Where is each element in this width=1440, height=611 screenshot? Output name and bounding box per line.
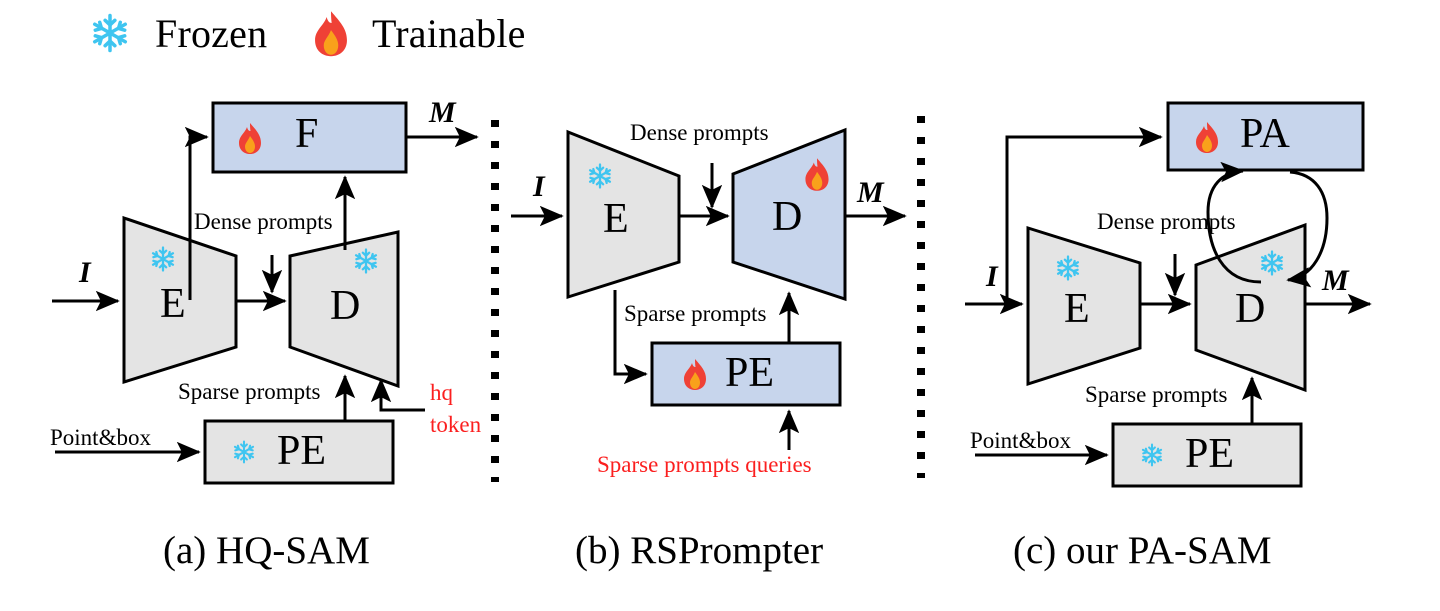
panel-c-input-label: I xyxy=(986,260,998,293)
panel-a-point-box-label: Point&box xyxy=(50,425,151,450)
panel-c-dense-prompts-label: Dense prompts xyxy=(1097,209,1236,234)
prompt-encoder-block-shape-c xyxy=(1111,422,1303,488)
panel-c-point-box-label: Point&box xyxy=(970,428,1071,453)
panel-b-input-label: I xyxy=(533,170,545,203)
panel-a-encoder-label: E xyxy=(160,281,186,327)
snowflake-icon-group xyxy=(92,13,1284,467)
panel-a-hq-token-label-line2: token xyxy=(430,412,482,437)
panel-a-hq-token-label-line1: hq xyxy=(430,380,453,405)
panel-a-mask-label: M xyxy=(429,96,456,129)
panel-c-caption: (c) our PA-SAM xyxy=(1013,529,1272,572)
panel-a-caption: (a) HQ-SAM xyxy=(163,529,370,572)
panel-b-prompt-encoder-label: PE xyxy=(725,350,775,396)
decoder-block-shape xyxy=(288,230,400,389)
prompt-encoder-block-shape-b xyxy=(650,341,842,407)
panel-c-decoder-label: D xyxy=(1235,286,1266,332)
panel-c-encoder-label: E xyxy=(1064,286,1090,332)
panel-a-prompt-encoder-label: PE xyxy=(277,428,327,474)
panel-c-prompt-adapter-label: PA xyxy=(1240,111,1290,157)
prompt-encoder-block-shape xyxy=(203,419,395,485)
panel-a-fusion-label: F xyxy=(295,111,319,157)
panel-b-caption: (b) RSPrompter xyxy=(575,529,824,572)
fire-icon-group xyxy=(239,11,1218,390)
panel-a-dense-prompts-label: Dense prompts xyxy=(194,209,333,234)
panel-b-dense-prompts-label: Dense prompts xyxy=(630,120,769,145)
panel-a-decoder-label: D xyxy=(330,283,361,329)
panel-b-sparse-prompts-label: Sparse prompts xyxy=(624,301,767,326)
encoder-block-shape-c xyxy=(1026,225,1142,387)
decoder-to-adapter-loop xyxy=(1206,161,1262,284)
panel-b-sparse-prompt-queries-label: Sparse prompts queries xyxy=(597,452,812,477)
panel-a-sparse-prompts-label: Sparse prompts xyxy=(178,379,321,404)
encoder-block-shape xyxy=(122,215,238,385)
legend-trainable-label: Trainable xyxy=(372,11,526,56)
panel-c-mask-label: M xyxy=(1322,264,1349,297)
legend-frozen-label: Frozen xyxy=(155,11,268,56)
panel-b-decoder-label: D xyxy=(772,194,803,240)
panel-c-prompt-encoder-label: PE xyxy=(1185,431,1235,477)
panel-b-mask-label: M xyxy=(857,176,884,209)
panel-a-input-label: I xyxy=(79,256,91,289)
panel-c-sparse-prompts-label: Sparse prompts xyxy=(1085,382,1228,407)
panel-b-encoder-label: E xyxy=(603,196,629,242)
adapter-to-decoder-loop xyxy=(1286,170,1329,288)
